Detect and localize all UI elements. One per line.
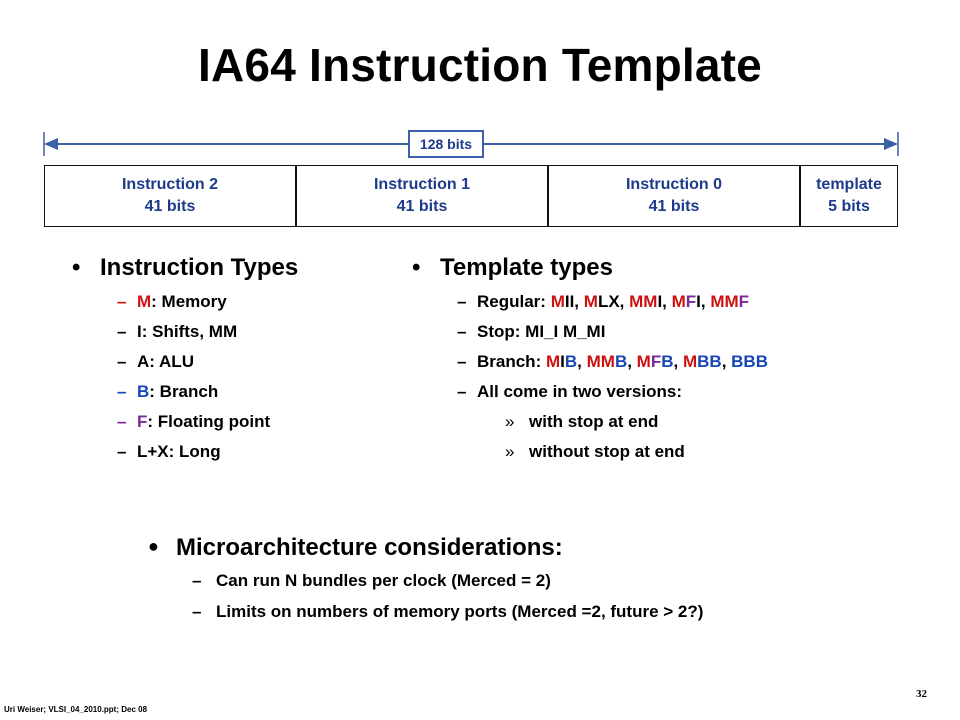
type-description: : Branch <box>149 382 219 401</box>
field-name: template <box>816 176 882 193</box>
template-versions: –All come in two versions: <box>457 382 682 401</box>
micro-item: –Can run N bundles per clock (Merced = 2… <box>192 571 551 590</box>
footer-source: Uri Weiser; VLSI_04_2010.ppt; Dec 08 <box>4 705 148 714</box>
bullet-dot: ● <box>148 536 159 556</box>
instruction-type-item: –F: Floating point <box>117 412 270 432</box>
type-letter: I <box>137 322 142 341</box>
dash: – <box>117 382 127 401</box>
instruction-type-item: –L+X: Long <box>117 442 221 462</box>
instruction-type-item: –I: Shifts, MM <box>117 322 237 342</box>
type-letter: L+X <box>137 442 169 461</box>
field-instruction-0: Instruction 0 41 bits <box>548 165 800 227</box>
field-name: Instruction 2 <box>121 176 218 193</box>
page-number: 32 <box>916 688 927 700</box>
version-with-stop: »with stop at end <box>505 412 659 431</box>
micro-item-text: Can run N bundles per clock (Merced = 2) <box>216 571 551 590</box>
regular-label: Regular: <box>477 292 551 311</box>
branch-label: Branch: <box>477 352 546 371</box>
type-letter: F <box>137 412 148 431</box>
instruction-types-heading: • Instruction Types <box>72 254 298 282</box>
type-letter: A <box>137 352 150 371</box>
micro-item: –Limits on numbers of memory ports (Merc… <box>192 602 704 621</box>
field-size: 41 bits <box>396 198 448 215</box>
versions-text: All come in two versions: <box>477 382 682 401</box>
micro-item-text: Limits on numbers of memory ports (Merce… <box>216 602 704 621</box>
type-description: : Shifts, MM <box>141 322 238 341</box>
instruction-type-item: –A: ALU <box>117 352 194 372</box>
heading-text: Template types <box>440 254 613 281</box>
bullet-dot: • <box>72 254 81 281</box>
micro-heading: ● Microarchitecture considerations: <box>148 534 563 562</box>
field-size: 41 bits <box>648 198 700 215</box>
type-letter: B <box>137 382 150 401</box>
heading-text: Microarchitecture considerations: <box>176 534 563 561</box>
field-instruction-1: Instruction 1 41 bits <box>296 165 548 227</box>
instruction-type-item: –M: Memory <box>117 292 227 312</box>
field-name: Instruction 1 <box>373 176 470 193</box>
without-stop-text: without stop at end <box>529 442 685 461</box>
field-size: 41 bits <box>144 198 196 215</box>
template-stop: –Stop: MI_I M_MI <box>457 322 606 341</box>
dash: – <box>117 322 127 341</box>
field-size: 5 bits <box>828 198 870 215</box>
stop-label: Stop: <box>477 322 526 341</box>
field-template: template 5 bits <box>800 165 898 227</box>
heading-text: Instruction Types <box>100 254 299 281</box>
version-without-stop: »without stop at end <box>505 442 685 461</box>
type-description: : Long <box>168 442 221 461</box>
bullet-dot: • <box>412 254 421 281</box>
template-regular: –Regular: MII, MLX, MMI, MFI, MMF <box>457 292 750 311</box>
page-title: IA64 Instruction Template <box>198 39 762 91</box>
type-description: : ALU <box>149 352 194 371</box>
with-stop-text: with stop at end <box>529 412 659 431</box>
field-name: Instruction 0 <box>625 176 722 193</box>
field-instruction-2: Instruction 2 41 bits <box>44 165 296 227</box>
dash: – <box>117 412 127 431</box>
type-description: : Floating point <box>147 412 271 431</box>
template-types-heading: • Template types <box>412 254 613 282</box>
stop-values: MI_I M_MI <box>525 322 606 341</box>
dash: – <box>117 292 127 311</box>
dash: – <box>117 352 127 371</box>
template-branch: –Branch: MIB, MMB, MFB, MBB, BBB <box>457 352 768 371</box>
dash: – <box>117 442 127 461</box>
type-description: : Memory <box>151 292 227 311</box>
instruction-type-item: –B: Branch <box>117 382 218 402</box>
bundle-width-label: 128 bits <box>408 130 484 158</box>
type-letter: M <box>137 292 152 311</box>
